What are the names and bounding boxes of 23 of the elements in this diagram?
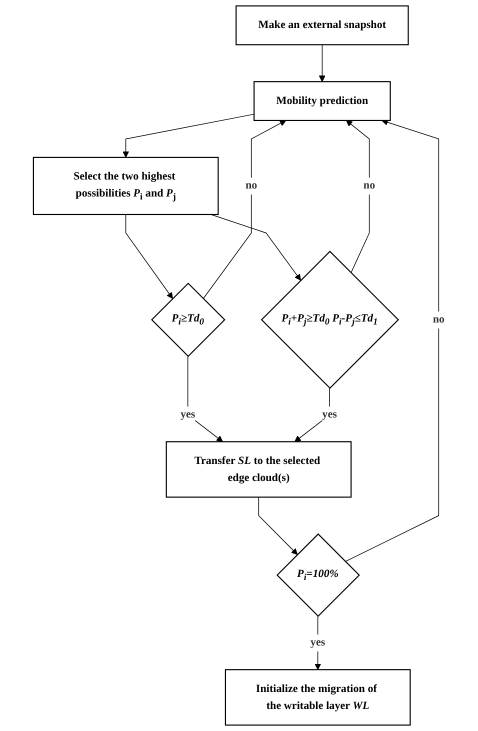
arrow (122, 114, 254, 158)
arrow (125, 214, 173, 299)
node-diamond: P$_{i}$=100% (276, 533, 360, 617)
node-box: Make an external snapshot (236, 5, 409, 46)
arrow (344, 119, 440, 562)
node-box: Transfer SL to the selected edge cloud(s) (166, 441, 352, 498)
arrow (318, 44, 326, 82)
node-box: Mobility prediction (254, 81, 391, 121)
edge-label: no (363, 180, 376, 192)
edge-label: yes (310, 636, 326, 649)
edge-label: no (245, 180, 258, 192)
arrow (210, 214, 301, 281)
arrow (187, 356, 223, 442)
edge-label: yes (322, 408, 337, 421)
arrow (202, 120, 286, 300)
node-diamond: P$_{i}$+P$_{j}$≥Td$_{0}$ P$_{i}$-P$_{j}$≤Td$_{1}$ (260, 250, 400, 389)
arrow (258, 496, 298, 555)
edge-label: no (432, 314, 445, 326)
node-box: Initialize the migration of the writable layer WL (224, 669, 411, 726)
arrow (346, 120, 370, 274)
node-diamond: P$_{i}$≥Td$_{0}$ (151, 282, 226, 357)
edge-label: yes (180, 408, 196, 421)
node-box: Select the two highest possibilities P$_{i}$ and P$_{j}$ (32, 156, 219, 216)
